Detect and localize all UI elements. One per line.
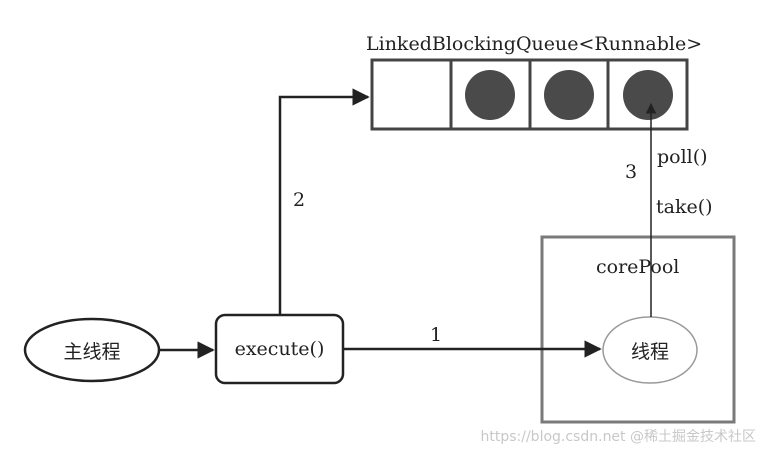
watermark: https://blog.csdn.net @稀土掘金技术社区 <box>480 429 757 445</box>
poll-label: poll() <box>657 146 708 168</box>
queued-task-dot <box>544 70 594 120</box>
queued-task-dot <box>623 70 673 120</box>
queue-title: LinkedBlockingQueue<Runnable> <box>366 33 703 55</box>
queue-box <box>370 58 689 131</box>
step3-label: 3 <box>625 161 638 183</box>
take-label: take() <box>656 196 713 218</box>
main-thread-label: 主线程 <box>63 340 121 363</box>
main-thread-node <box>23 317 161 383</box>
worker-thread-node <box>602 316 698 384</box>
edge-step2-arrow <box>278 88 370 315</box>
execute-label: execute() <box>234 338 325 360</box>
step2-label: 2 <box>293 189 306 211</box>
core-pool-label: corePool <box>596 256 680 278</box>
worker-thread-label: 线程 <box>630 340 669 363</box>
queued-task-dot <box>465 70 515 120</box>
core-pool-box <box>540 235 736 424</box>
step1-label: 1 <box>430 324 443 346</box>
